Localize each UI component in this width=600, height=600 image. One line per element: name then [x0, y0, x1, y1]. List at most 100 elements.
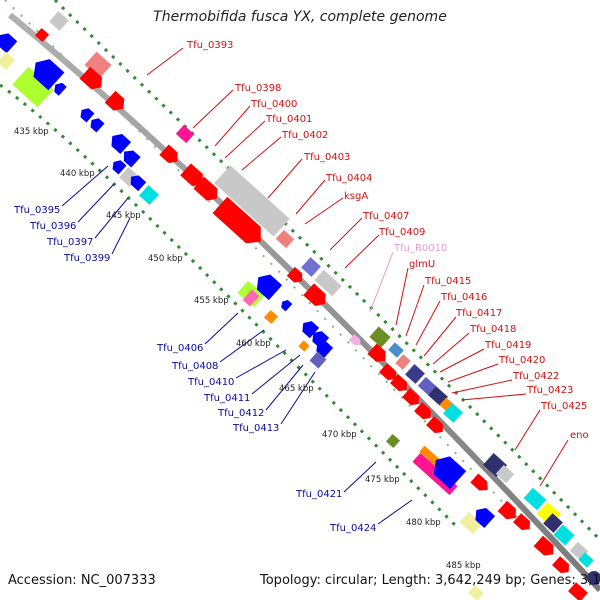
- gene-arrow: [123, 150, 141, 168]
- gene-label: eno: [570, 430, 589, 441]
- gene-label: Tfu_0423: [526, 385, 573, 396]
- gene-arrow: [426, 416, 443, 434]
- gene-label: Tfu_0396: [29, 221, 76, 232]
- gene-label: Tfu_0420: [498, 355, 545, 366]
- gene-label: Tfu_0410: [187, 377, 234, 388]
- gene-feature: [139, 185, 159, 205]
- leader-line: [280, 371, 316, 425]
- gene-label: Tfu_0413: [232, 423, 279, 434]
- gene-feature: [263, 309, 279, 325]
- gene-feature: [459, 511, 483, 535]
- gene-label: Tfu_0407: [362, 211, 409, 222]
- rna-label: Tfu_R0010: [393, 243, 447, 254]
- gene-arrow: [130, 175, 147, 192]
- gene-label: glmU: [409, 259, 435, 270]
- gene-feature: [388, 342, 404, 358]
- gene-label: Tfu_0395: [13, 205, 60, 216]
- leader-line: [423, 316, 457, 357]
- gene-arrow: [54, 82, 67, 96]
- gene-feature: [369, 326, 391, 348]
- ruler-label: 445 kbp: [106, 211, 141, 221]
- forward-genes: [34, 11, 600, 600]
- ruler-label: 435 kbp: [14, 127, 49, 137]
- leader-line: [224, 120, 266, 159]
- leader-line: [192, 89, 234, 129]
- accession-text: Accession: NC_007333: [8, 573, 156, 588]
- ruler-label: 460 kbp: [236, 339, 271, 349]
- gene-feature: [523, 487, 547, 511]
- leader-line: [447, 363, 499, 383]
- leader-line: [265, 364, 304, 411]
- gene-feature: [468, 585, 484, 600]
- leader-line: [395, 267, 409, 326]
- gene-feature: [395, 354, 411, 370]
- gene-arrow: [433, 456, 467, 489]
- leader-line: [329, 217, 363, 251]
- gene-label: Tfu_0406: [156, 343, 203, 354]
- gene-feature: [34, 27, 50, 43]
- gene-label: Tfu_0400: [250, 99, 297, 110]
- gene-feature: [428, 386, 448, 406]
- ruler-label: 465 kbp: [279, 384, 314, 394]
- gene-feature: [568, 582, 588, 600]
- leader-line: [94, 197, 129, 239]
- gene-feature: [543, 513, 563, 533]
- gene-feature: [495, 464, 515, 484]
- leader-line: [267, 158, 303, 199]
- leader-line: [295, 179, 326, 215]
- ruler-labels: 435 kbp 440 kbp 445 kbp 450 kbp 455 kbp …: [14, 127, 481, 571]
- gene-arrow: [212, 196, 261, 244]
- gene-label: Tfu_0425: [540, 401, 587, 412]
- gene-label: Tfu_0411: [203, 393, 250, 404]
- genome-backbone: [8, 12, 600, 593]
- gene-arrow: [180, 163, 203, 186]
- gene-feature: [175, 124, 195, 144]
- ruler-label: 475 kbp: [365, 475, 400, 485]
- gene-feature: [49, 11, 69, 31]
- gene-label: Tfu_0398: [234, 83, 281, 94]
- gene-label: Tfu_0399: [63, 253, 110, 264]
- gene-feature: [301, 257, 321, 277]
- gene-label: Tfu_0404: [325, 173, 372, 184]
- leader-line: [344, 234, 380, 269]
- leader-line: [377, 499, 413, 525]
- gene-arrow: [303, 283, 326, 306]
- gene-arrow: [104, 90, 125, 111]
- gene-label: Tfu_0397: [46, 237, 93, 248]
- gene-feature: [587, 571, 600, 585]
- gene-label: Tfu_0421: [295, 489, 342, 500]
- gene-arrow: [302, 321, 320, 339]
- leader-line: [439, 348, 485, 373]
- ruler-label: 450 kbp: [148, 254, 183, 264]
- leader-line: [405, 284, 425, 337]
- forward-leader-lines: [146, 47, 569, 487]
- gene-arrow: [552, 556, 569, 574]
- gene-arrow: [90, 118, 105, 133]
- leader-line: [514, 409, 541, 451]
- reverse-genes: [0, 33, 496, 600]
- gene-arrow: [316, 341, 334, 359]
- gene-arrow: [348, 334, 361, 346]
- gene-feature: [12, 66, 54, 108]
- leader-line: [235, 349, 287, 379]
- gene-arrow: [281, 299, 293, 312]
- gene-arrow: [79, 66, 103, 90]
- leader-line: [214, 105, 251, 147]
- rna-leader-line: [369, 251, 394, 313]
- leader-line: [432, 332, 470, 365]
- leader-line: [219, 329, 265, 363]
- gene-feature: [275, 229, 295, 249]
- leader-line: [241, 136, 282, 171]
- outer-dotted-track: [53, 0, 600, 542]
- gene-arrow: [159, 144, 178, 163]
- leader-line: [251, 354, 301, 395]
- gene-label: Tfu_0402: [281, 130, 328, 141]
- gene-feature: [298, 340, 310, 352]
- gene-arrow: [497, 500, 516, 520]
- gene-arrow: [470, 473, 488, 491]
- gene-arrow: [111, 134, 132, 154]
- ruler-label: 440 kbp: [60, 169, 95, 179]
- gene-arrow: [193, 176, 218, 201]
- gene-feature: [385, 433, 401, 449]
